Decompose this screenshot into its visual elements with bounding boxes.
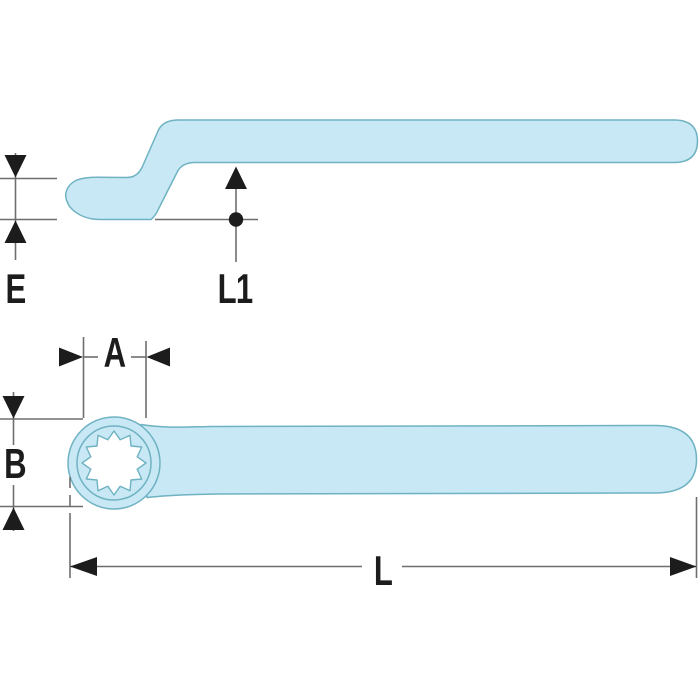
arrowhead-right-icon	[59, 347, 83, 367]
dim-label-l1: L1	[218, 265, 253, 312]
dimension-l: L	[69, 477, 698, 594]
arrowhead-up-icon	[4, 220, 27, 243]
top-view: A B L	[0, 329, 698, 594]
ring-12point-socket	[81, 430, 147, 496]
dim-label-l: L	[374, 547, 393, 594]
arrowhead-down-icon	[2, 396, 25, 419]
dimension-a: A	[59, 329, 170, 418]
side-view: E L1	[0, 119, 699, 312]
arrowhead-up-icon	[225, 166, 247, 189]
dim-label-e: E	[6, 265, 26, 312]
ring-chamfer-circle	[76, 425, 152, 501]
arrowhead-up-icon	[2, 507, 25, 530]
dimension-e: E	[0, 153, 57, 312]
dimension-l1: L1	[155, 166, 258, 312]
dim-label-b: B	[4, 440, 26, 487]
arrowhead-left-icon	[146, 347, 170, 367]
wrench-side-profile	[64, 119, 699, 221]
arrowhead-left-icon	[70, 557, 97, 576]
datum-dot	[228, 212, 244, 227]
arrowhead-down-icon	[4, 155, 27, 178]
wrench-handle	[140, 423, 698, 499]
dimension-b: B	[0, 392, 83, 531]
dim-label-a: A	[104, 329, 126, 376]
arrowhead-right-icon	[670, 557, 697, 576]
